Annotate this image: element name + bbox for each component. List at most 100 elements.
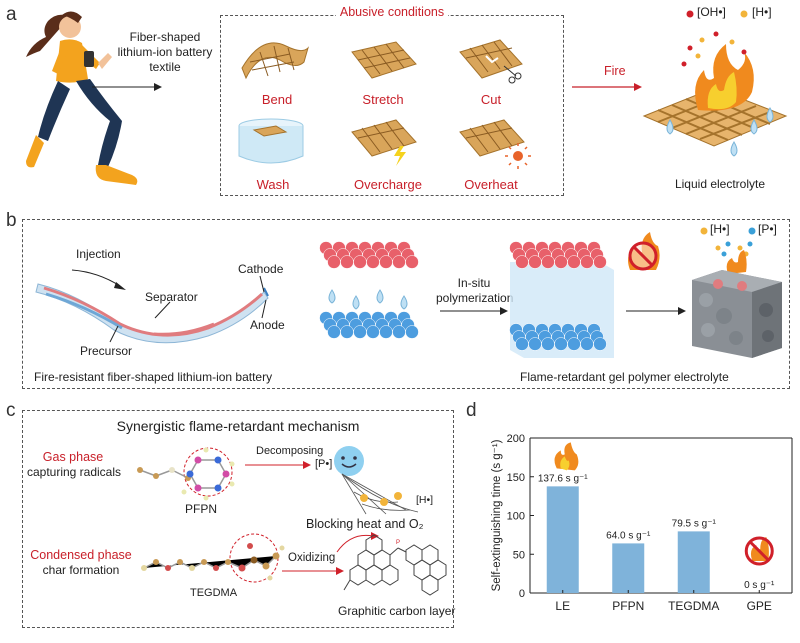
graphitic-carbon-structure: P [343, 534, 447, 596]
insitu-label-line2: polymerization [436, 291, 514, 305]
sphere [593, 337, 607, 351]
sphere [392, 255, 406, 269]
insitu-arrow [440, 307, 508, 315]
x-tick-label: LE [555, 599, 570, 613]
y-tick-label: 50 [513, 549, 525, 561]
textile-label-line2: lithium-ion battery [117, 45, 213, 59]
decomposing-arrow [245, 461, 311, 469]
condition-bend: Bend [261, 92, 293, 107]
sphere [392, 325, 406, 339]
panel-b-box [22, 219, 790, 389]
insitu-label-line1: In-situ [457, 276, 491, 290]
legend-h-b: [H•] [710, 222, 730, 236]
y-tick-label: 200 [507, 433, 525, 445]
sphere [580, 255, 594, 269]
sphere [554, 337, 568, 351]
no-fire-icon [628, 232, 660, 271]
injection-arrow [71, 269, 126, 290]
droplet-icon [352, 295, 360, 310]
insitu-label: In-situ polymerization [436, 276, 514, 306]
precursor-spheres-illustration [319, 241, 419, 339]
panel-a-letter: a [6, 4, 17, 25]
sphere [366, 255, 380, 269]
droplet-icon [376, 289, 384, 304]
textile-label-line3: textile [149, 60, 181, 74]
fire-label: Fire [604, 64, 626, 78]
gel-spheres-illustration [509, 241, 614, 358]
bar-value-label: 0 s g⁻¹ [744, 580, 775, 591]
overcharge-fabric-icon [351, 119, 417, 166]
smiling-radical-icon [334, 446, 364, 476]
separator-label: Separator [145, 290, 198, 304]
precursor-label: Precursor [80, 344, 133, 358]
bar-pfpn [612, 543, 645, 593]
radical-capture-web-icon [341, 473, 419, 515]
gel-char-block-illustration [692, 241, 782, 358]
abusive-conditions-title-text: Abusive conditions [335, 5, 449, 19]
oxidizing-arrow [282, 567, 344, 575]
legend-p-b: [P•] [758, 222, 777, 236]
sphere [515, 337, 529, 351]
textile-label-line1: Fiber-shaped [129, 30, 201, 44]
anode-label: Anode [250, 318, 285, 332]
bar-value-label: 137.6 s g⁻¹ [538, 473, 588, 484]
sphere [567, 255, 581, 269]
condition-wash: Wash [256, 177, 290, 192]
capturing-label: capturing radicals [26, 465, 122, 479]
gel-caption: Flame-retardant gel polymer electrolyte [520, 370, 729, 384]
pfpn-label: PFPN [185, 502, 218, 516]
x-tick-label: TEGDMA [668, 599, 719, 613]
p-radical-label: [P•] [315, 458, 333, 470]
tegdma-label: TEGDMA [190, 587, 238, 599]
liquid-electrolyte-label: Liquid electrolyte [674, 177, 766, 191]
gas-phase-label: Gas phase [42, 450, 104, 464]
panel-d-letter: d [466, 400, 477, 421]
abusive-conditions-title: Abusive conditions [220, 5, 564, 19]
bar-value-label: 64.0 s g⁻¹ [606, 530, 651, 541]
legend-oh: [OH•] [697, 5, 726, 19]
burning-liquid-electrolyte-fabric [642, 31, 788, 157]
panel-c-box [22, 410, 454, 628]
y-axis-label: Self-extinguishing time (s g⁻¹) [491, 439, 503, 591]
sphere [340, 255, 354, 269]
sphere [567, 337, 581, 351]
condensed-phase-label: Condensed phase [30, 548, 132, 562]
condition-overcharge: Overcharge [354, 177, 422, 192]
sphere [554, 255, 568, 269]
fiber-battery-caption: Fire-resistant fiber-shaped lithium-ion … [34, 370, 273, 384]
panel-b-letter: b [6, 210, 17, 231]
cut-fabric-icon [459, 39, 523, 84]
sphere [366, 325, 380, 339]
condition-stretch: Stretch [362, 92, 404, 107]
h-radical-label-c: [H•] [416, 494, 434, 506]
sphere [580, 337, 594, 351]
sphere [379, 325, 393, 339]
panel-c-letter: c [6, 400, 16, 421]
x-tick-label: PFPN [612, 599, 644, 613]
sphere [327, 255, 341, 269]
x-tick-label: GPE [747, 599, 772, 613]
fiber-battery-illustration [35, 283, 269, 344]
wash-beaker-icon [238, 118, 304, 164]
sphere [405, 255, 419, 269]
sphere [340, 325, 354, 339]
bar-value-label: 79.5 s g⁻¹ [672, 518, 717, 529]
gel-arrow [626, 307, 686, 315]
svg-text:P: P [396, 540, 400, 546]
injection-label: Injection [76, 247, 121, 261]
sphere [528, 255, 542, 269]
droplet-icon [400, 295, 408, 310]
sphere [541, 255, 555, 269]
graphitic-label: Graphitic carbon layer [338, 604, 456, 618]
tegdma-molecule [141, 533, 285, 583]
runner-illustration [26, 11, 138, 185]
textile-label: Fiber-shaped lithium-ion battery textile [110, 30, 220, 75]
droplet-icon [328, 289, 336, 304]
oh-radical-dot-icon [686, 10, 694, 18]
oxidizing-label: Oxidizing [288, 552, 336, 564]
sphere [541, 337, 555, 351]
cathode-label: Cathode [238, 262, 284, 276]
y-tick-label: 0 [519, 588, 525, 600]
